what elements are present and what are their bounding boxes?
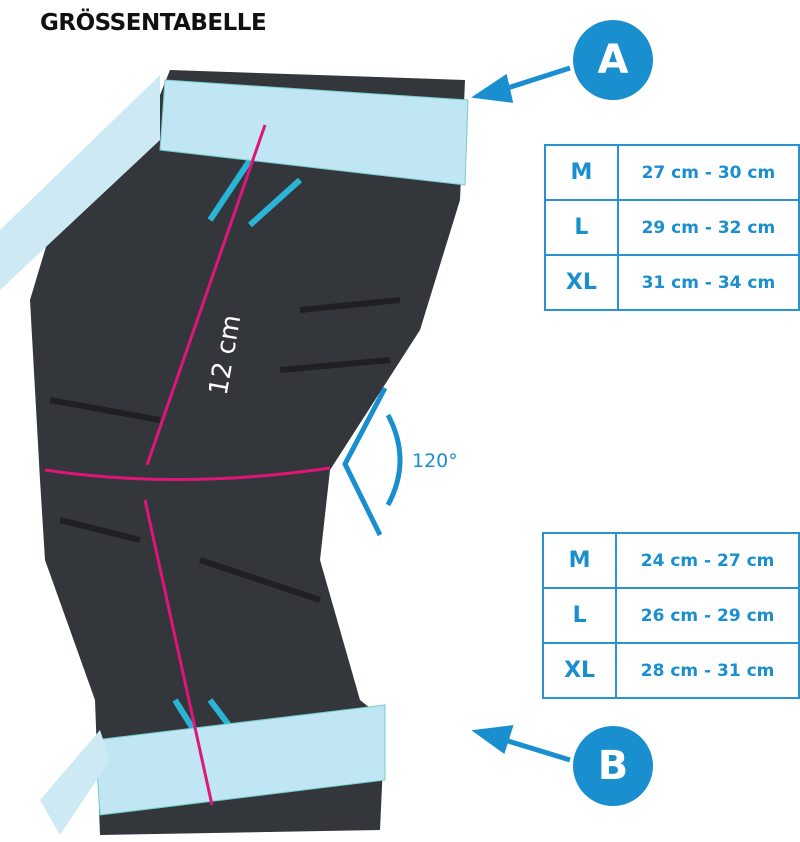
measuring-tape-top — [159, 79, 469, 186]
size-cell: L — [541, 587, 618, 644]
pink-measure — [44, 124, 331, 806]
size-cell: XL — [544, 254, 619, 311]
sleeve-stripes — [49, 297, 401, 603]
arrow-b — [471, 725, 571, 763]
size-cell: L — [544, 199, 619, 256]
range-cell: 31 cm - 34 cm — [616, 254, 800, 311]
angle-label: 120° — [412, 450, 458, 472]
knee-sleeve — [30, 70, 465, 835]
page-title: GRÖSSENTABELLE — [40, 10, 267, 36]
angle-icon — [342, 386, 403, 537]
arrow-a — [471, 65, 571, 103]
range-cell: 24 cm - 27 cm — [615, 532, 800, 589]
measuring-tape-bottom-tail — [40, 730, 110, 835]
range-cell: 26 cm - 29 cm — [615, 587, 800, 644]
measuring-tape-bottom — [94, 704, 386, 816]
size-cell: M — [544, 144, 619, 201]
measuring-tape-top-tail — [0, 75, 160, 290]
range-cell: 27 cm - 30 cm — [616, 144, 800, 201]
range-cell: 29 cm - 32 cm — [616, 199, 800, 256]
size-cell: M — [541, 532, 618, 589]
badge-a: A — [573, 20, 653, 100]
range-cell: 28 cm - 31 cm — [615, 642, 800, 699]
size-cell: XL — [541, 642, 618, 699]
badge-b: B — [573, 726, 653, 806]
